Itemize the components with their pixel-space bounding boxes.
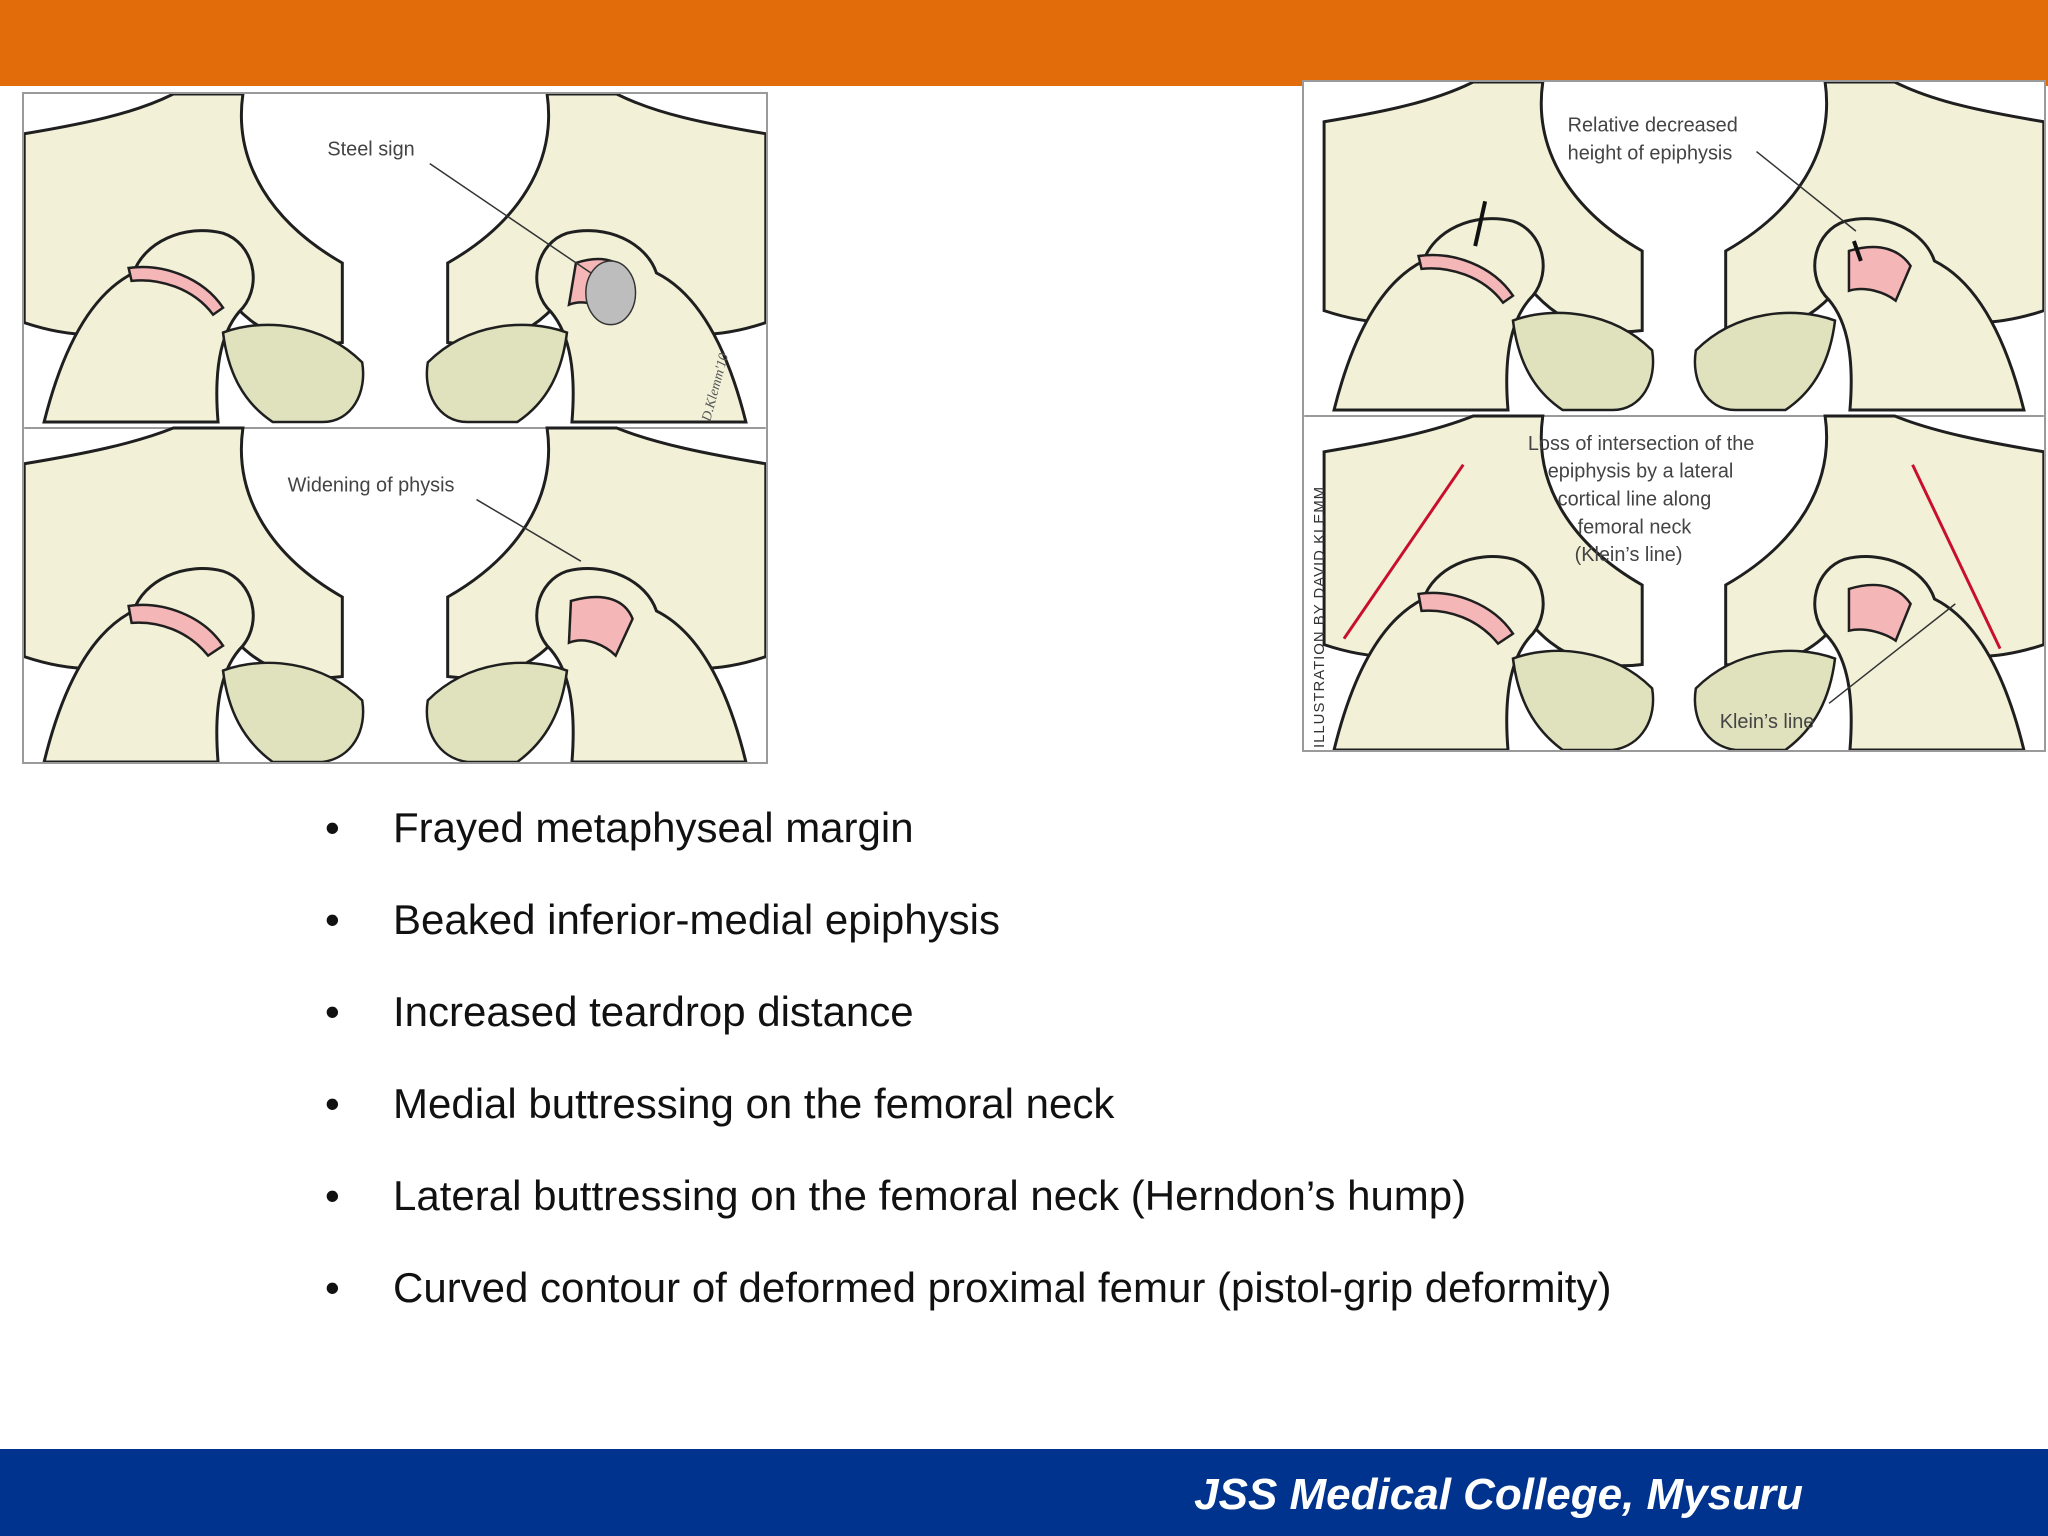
bullet-text: Lateral buttressing on the femoral neck … — [393, 1172, 1467, 1219]
pelvis-panel-bottom: Widening of physis — [24, 426, 766, 762]
illustration-credit: ILLUSTRATION BY DAVID KLEMM — [1312, 486, 1328, 748]
bullet-item: • Curved contour of deformed proximal fem… — [325, 1250, 1925, 1342]
pelvis-panel-bottom-right: Loss of intersection of the epiphysis by… — [1322, 414, 2044, 750]
header-bar — [0, 0, 2048, 86]
footer-institution: JSS Medical College, Mysuru — [1194, 1470, 1803, 1519]
bullet-item: • Frayed metaphyseal margin — [325, 790, 1925, 882]
label-loss-line1: Loss of intersection of the — [1528, 433, 1755, 455]
bullet-item: • Beaked inferior-medial epiphysis — [325, 882, 1925, 974]
bullet-item: • Lateral buttressing on the femoral neck… — [325, 1158, 1925, 1250]
bullet-marker: • — [325, 896, 340, 943]
figure-kleins-line: Relative decreased height of epiphysis L… — [1302, 80, 2046, 752]
label-relative-height-line1: Relative decreased — [1568, 115, 1738, 137]
label-steel-sign: Steel sign — [327, 139, 414, 161]
bullet-text: Frayed metaphyseal margin — [393, 804, 914, 851]
label-loss-line4: femoral neck — [1578, 516, 1692, 538]
bullet-text: Curved contour of deformed proximal femu… — [393, 1264, 1612, 1311]
bullet-marker: • — [325, 1172, 340, 1219]
illustration-left: Steel sign D.Klemm'10 Widening of physis — [24, 94, 766, 762]
bullet-marker: • — [325, 1080, 340, 1127]
figure-steel-sign-widening: Steel sign D.Klemm'10 Widening of physis — [22, 92, 768, 764]
label-relative-height-line2: height of epiphysis — [1568, 143, 1733, 165]
pelvis-panel-top-right: Relative decreased height of epiphysis — [1322, 82, 2044, 412]
label-kleins-line: Klein’s line — [1720, 711, 1815, 733]
bullet-list: • Frayed metaphyseal margin • Beaked infer… — [325, 790, 1925, 1342]
illustration-right: Relative decreased height of epiphysis L… — [1304, 82, 2044, 750]
bullet-marker: • — [325, 804, 340, 851]
label-loss-line3: cortical line along — [1558, 488, 1712, 510]
bullet-text: Increased teardrop distance — [393, 988, 914, 1035]
label-loss-line2: epiphysis by a lateral — [1548, 461, 1734, 483]
bullet-marker: • — [325, 1264, 340, 1311]
bullet-text: Beaked inferior-medial epiphysis — [393, 896, 1000, 943]
bullet-text: Medial buttressing on the femoral neck — [393, 1080, 1115, 1127]
pelvis-panel-top: Steel sign D.Klemm'10 — [24, 94, 766, 424]
bullet-item: • Increased teardrop distance — [325, 974, 1925, 1066]
bullet-item: • Medial buttressing on the femoral neck — [325, 1066, 1925, 1158]
bullet-marker: • — [325, 988, 340, 1035]
label-loss-line5: (Klein’s line) — [1575, 544, 1683, 566]
footer-bar — [0, 1449, 2048, 1536]
label-widening-of-physis: Widening of physis — [288, 475, 455, 497]
